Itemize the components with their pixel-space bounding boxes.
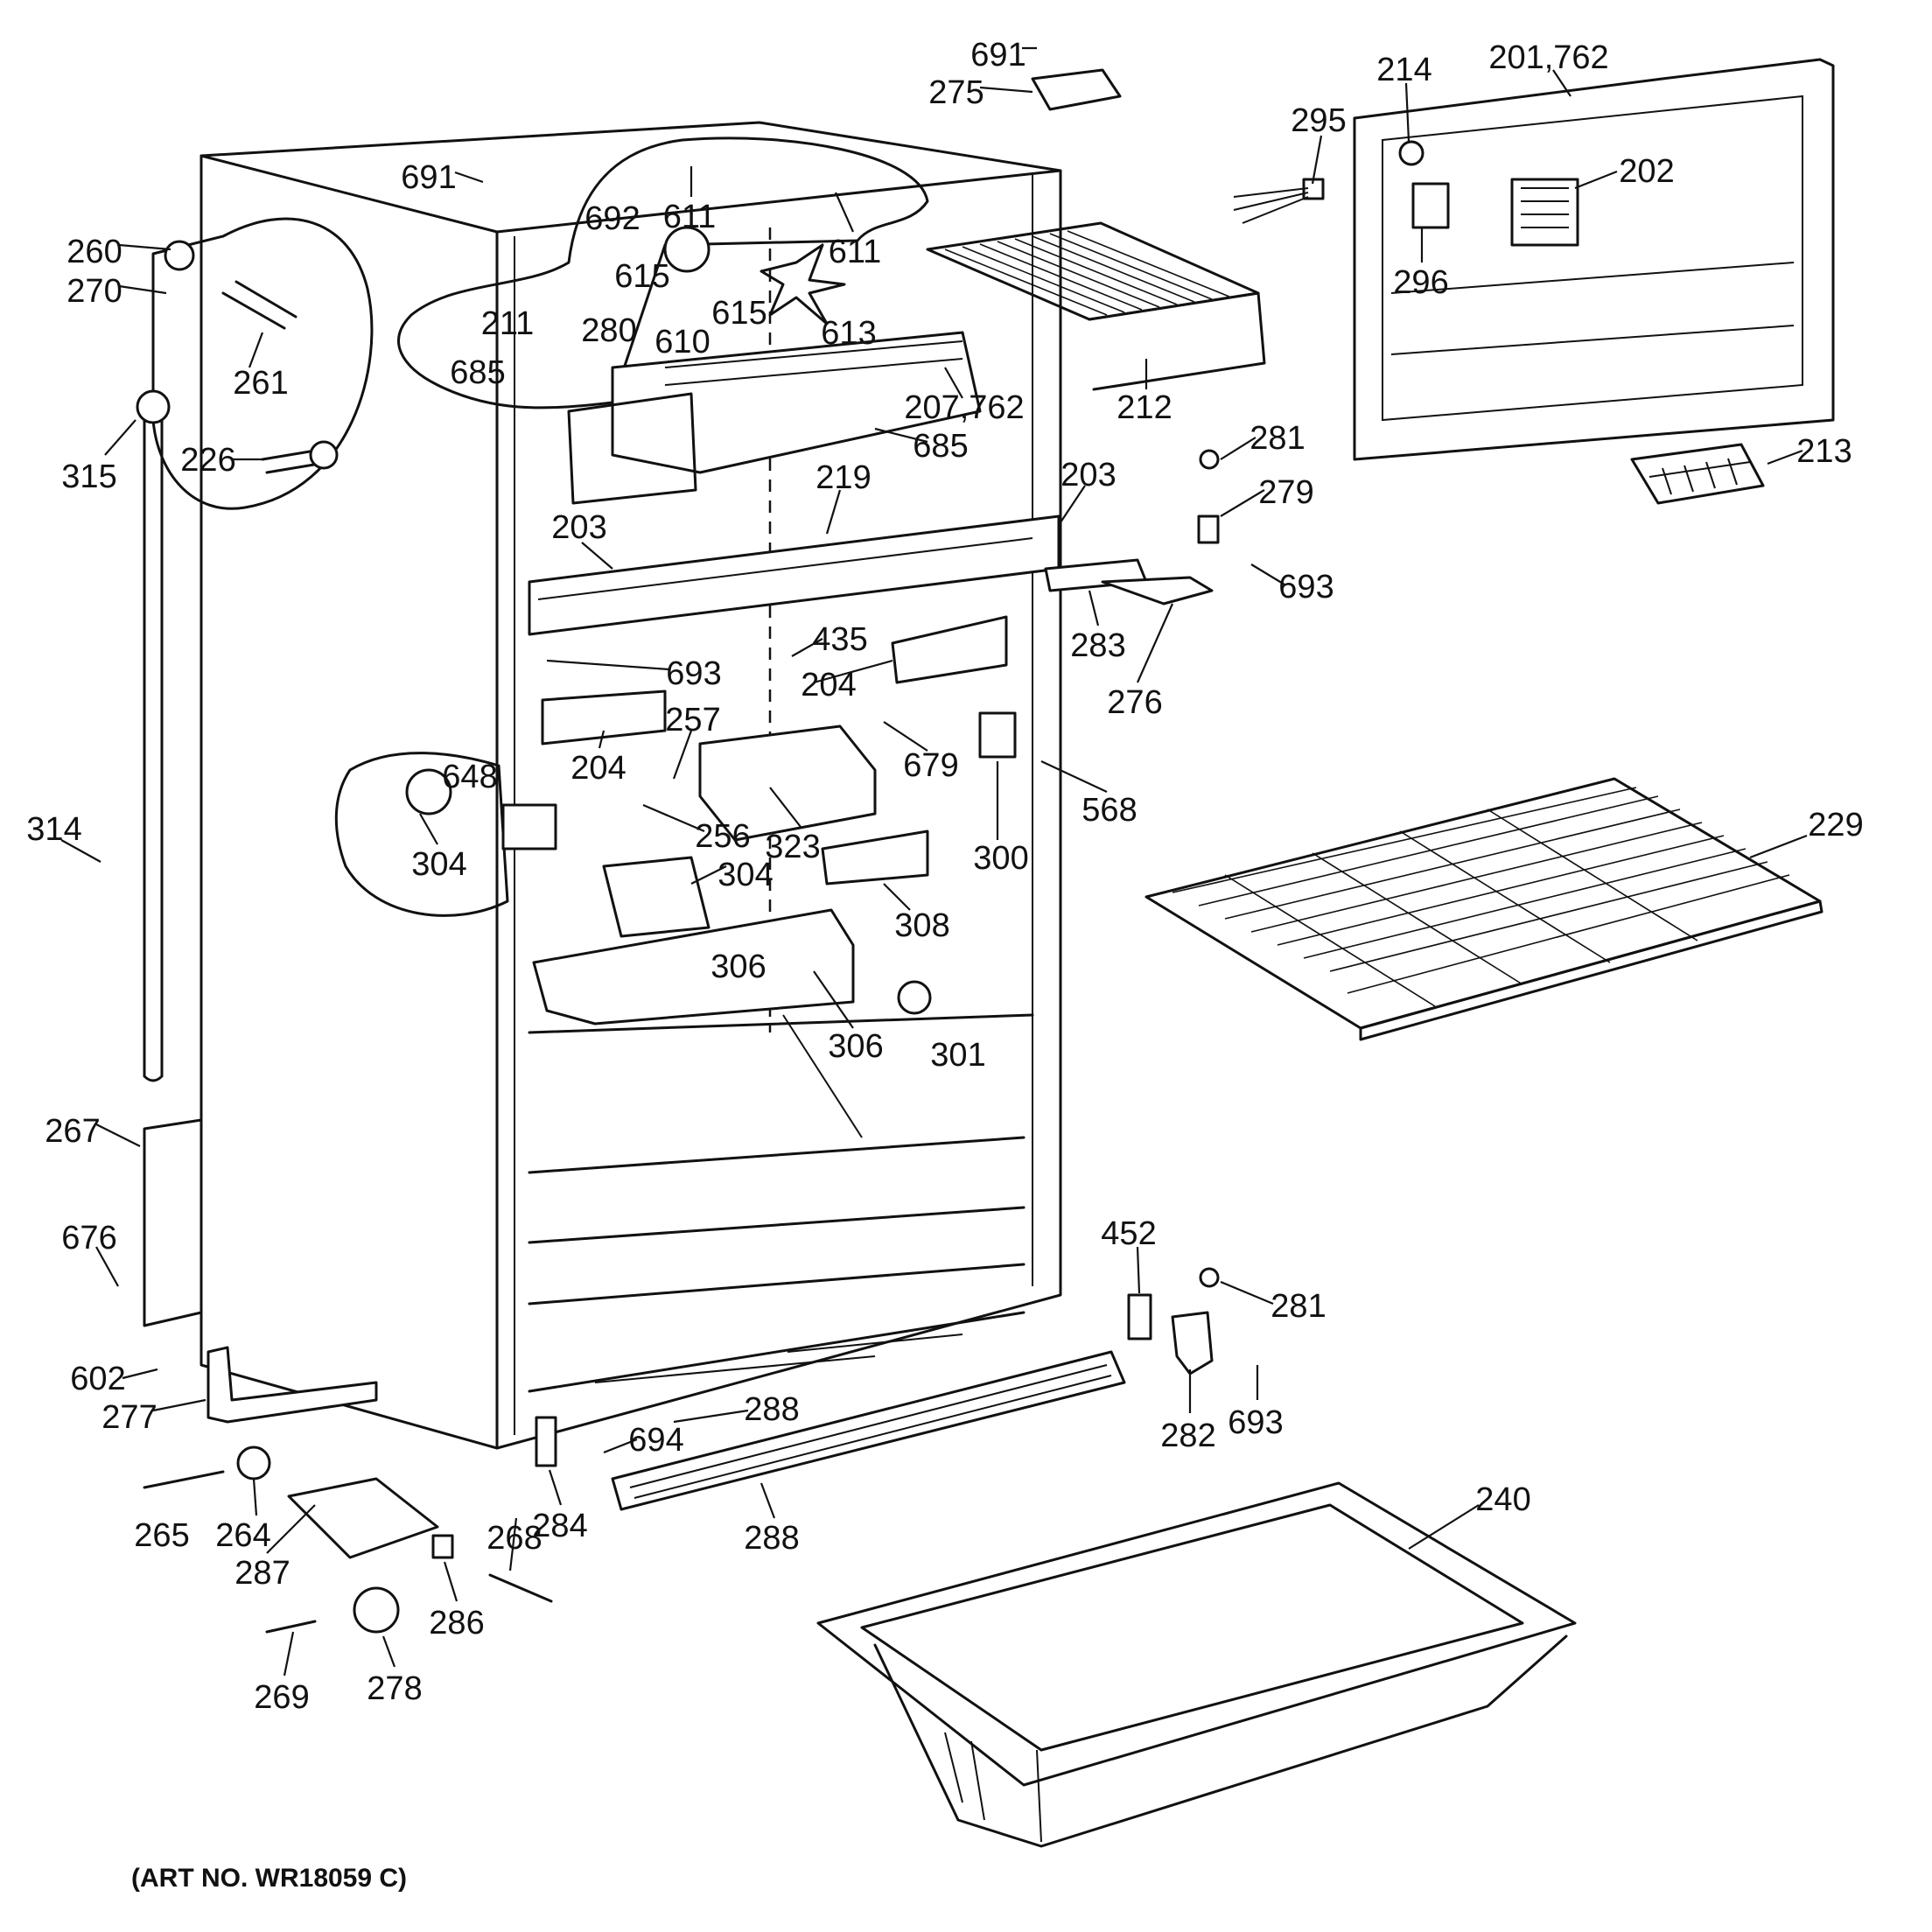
cutaway-left <box>334 752 509 917</box>
part-label-229: 229 <box>1808 807 1863 844</box>
part-label-295: 295 <box>1291 102 1346 139</box>
part-label-265: 265 <box>134 1517 189 1554</box>
part-label-611: 611 <box>663 199 717 235</box>
part-label-685: 685 <box>450 354 505 391</box>
ice-tray <box>1630 443 1765 505</box>
fresh-food-wire-shelf <box>1144 777 1824 1041</box>
part-label-207-762: 207,762 <box>904 389 1024 426</box>
part-label-278: 278 <box>367 1670 422 1707</box>
part-label-286: 286 <box>429 1605 484 1642</box>
part-label-260: 260 <box>66 234 122 270</box>
part-label-306: 306 <box>828 1028 883 1065</box>
part-label-202: 202 <box>1619 153 1674 190</box>
part-label-269: 269 <box>254 1679 309 1716</box>
base-grille <box>611 1350 1126 1511</box>
part-label-304: 304 <box>411 846 466 883</box>
part-label-452: 452 <box>1101 1215 1156 1252</box>
part-label-301: 301 <box>930 1037 985 1074</box>
part-label-693: 693 <box>1228 1404 1283 1441</box>
part-label-692: 692 <box>584 200 640 237</box>
part-label-280: 280 <box>581 312 636 349</box>
part-label-615: 615 <box>614 258 669 295</box>
part-label-676: 676 <box>61 1220 116 1256</box>
part-label-276: 276 <box>1107 684 1162 721</box>
part-label-693: 693 <box>666 655 721 692</box>
art-number: (ART NO. WR18059 C) <box>131 1864 407 1893</box>
part-label-226: 226 <box>180 442 235 479</box>
part-label-203: 203 <box>1060 457 1116 494</box>
part-label-219: 219 <box>816 459 871 496</box>
part-label-264: 264 <box>215 1517 270 1554</box>
part-label-204: 204 <box>570 750 626 787</box>
part-label-279: 279 <box>1258 474 1313 511</box>
part-label-314: 314 <box>26 811 81 848</box>
part-label-679: 679 <box>903 747 958 784</box>
part-label-281: 281 <box>1250 420 1305 457</box>
part-label-288: 288 <box>744 1391 799 1428</box>
part-label-304: 304 <box>718 857 773 893</box>
part-label-268: 268 <box>486 1520 542 1557</box>
part-label-277: 277 <box>102 1399 157 1436</box>
part-label-270: 270 <box>66 273 122 310</box>
part-label-256: 256 <box>695 818 750 855</box>
part-label-283: 283 <box>1070 627 1125 664</box>
part-label-300: 300 <box>973 840 1028 877</box>
part-label-261: 261 <box>233 365 288 402</box>
part-label-315: 315 <box>61 458 116 495</box>
part-label-435: 435 <box>812 621 867 658</box>
part-label-615: 615 <box>711 295 766 332</box>
part-label-211: 211 <box>481 305 535 342</box>
part-label-691: 691 <box>970 37 1026 74</box>
part-label-602: 602 <box>70 1361 125 1397</box>
leader-lines <box>60 46 1808 1676</box>
part-label-296: 296 <box>1393 264 1448 301</box>
part-label-685: 685 <box>913 428 968 465</box>
part-label-204: 204 <box>801 667 856 704</box>
part-label-288: 288 <box>744 1520 799 1557</box>
part-label-281: 281 <box>1270 1288 1326 1325</box>
freezer-wire-shelf <box>926 221 1266 391</box>
part-label-610: 610 <box>654 324 710 360</box>
part-label-284: 284 <box>532 1508 587 1544</box>
part-label-201-762: 201,762 <box>1488 39 1608 76</box>
part-label-323: 323 <box>765 829 820 865</box>
part-label-691: 691 <box>401 159 456 196</box>
part-label-568: 568 <box>1082 792 1137 829</box>
cutaway-top-left <box>151 217 374 510</box>
part-label-648: 648 <box>442 759 497 795</box>
crisper-drawer <box>816 1481 1577 1848</box>
part-label-694: 694 <box>628 1422 683 1459</box>
part-label-306: 306 <box>710 948 766 985</box>
part-label-214: 214 <box>1376 52 1432 88</box>
part-label-203: 203 <box>551 509 606 546</box>
cutaway-top <box>397 136 929 410</box>
door-panel <box>1353 58 1835 461</box>
part-label-257: 257 <box>665 702 720 738</box>
part-label-613: 613 <box>821 315 876 352</box>
part-label-308: 308 <box>894 907 949 944</box>
part-label-611: 611 <box>829 234 882 270</box>
misc-parts <box>136 68 1325 1634</box>
part-label-693: 693 <box>1278 569 1334 606</box>
part-label-213: 213 <box>1796 433 1852 470</box>
part-label-240: 240 <box>1475 1481 1530 1518</box>
part-label-282: 282 <box>1160 1418 1215 1454</box>
part-label-212: 212 <box>1116 389 1172 426</box>
part-label-275: 275 <box>928 74 984 111</box>
part-label-267: 267 <box>45 1113 100 1150</box>
part-label-287: 287 <box>234 1555 290 1592</box>
